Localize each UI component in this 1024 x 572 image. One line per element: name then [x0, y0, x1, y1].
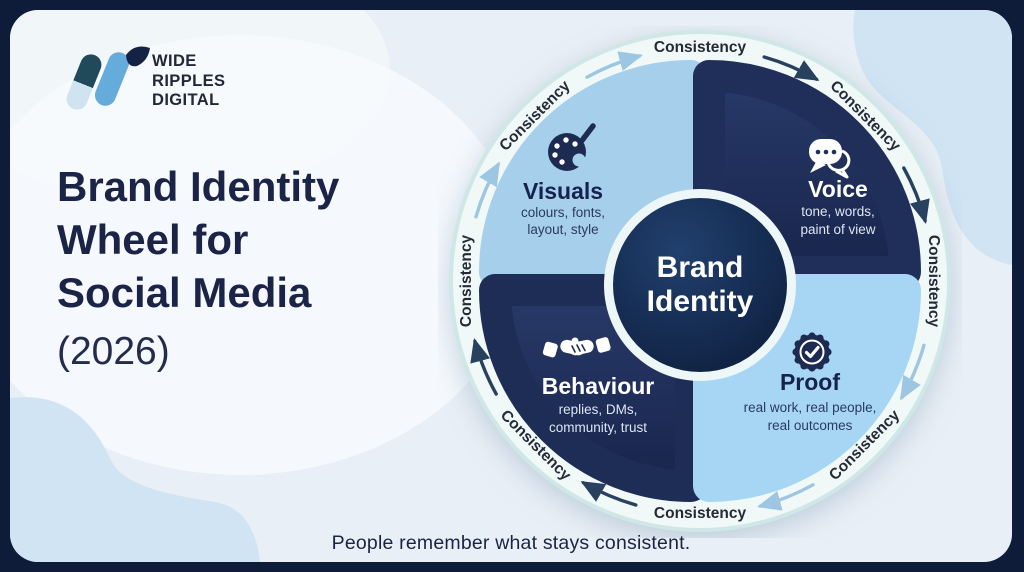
background-blob-bottom-left	[10, 397, 260, 562]
quadrant-title: Behaviour	[542, 373, 655, 399]
consistency-arrows	[470, 51, 930, 511]
verified-badge-icon	[792, 332, 832, 372]
handshake-icon	[542, 337, 611, 358]
tagline: People remember what stays consistent.	[331, 532, 691, 554]
quadrant-proof-content: Proof real work, real people, real outco…	[744, 332, 877, 433]
background-blobs	[10, 10, 1012, 562]
wheel-center: Brand Identity	[604, 189, 796, 381]
quadrant-subtitle: layout, style	[527, 222, 598, 237]
chat-bubbles-icon	[809, 139, 851, 179]
infographic-card: WIDE RIPPLES DIGITAL Brand Identity Whee…	[10, 10, 1012, 562]
palette-icon	[548, 123, 596, 171]
page-title: Brand Identity Wheel for Social Media (2…	[57, 160, 457, 378]
consistency-arrow	[474, 161, 500, 219]
quadrant-subtitle: tone, words,	[801, 204, 875, 219]
consistency-arrow	[900, 343, 926, 401]
logo-mark-icon	[66, 46, 150, 110]
consistency-arrow	[580, 481, 638, 507]
ring-label-consistency: Consistency	[654, 39, 747, 56]
logo-wordmark: WIDE RIPPLES DIGITAL	[152, 52, 225, 111]
title-line: Wheel for	[57, 216, 249, 263]
consistency-arrow	[762, 55, 820, 81]
quadrant-subtitle: replies, DMs,	[559, 402, 638, 417]
logo: WIDE RIPPLES DIGITAL	[60, 40, 225, 120]
logo-word: WIDE	[152, 52, 197, 70]
ring-label-consistency: Consistency	[925, 235, 942, 328]
title-line: Social Media	[57, 269, 312, 316]
center-circle	[613, 198, 787, 372]
quadrant-subtitle: real work, real people,	[744, 400, 877, 415]
quadrant-subtitle: paint of view	[800, 222, 875, 237]
center-label-line1: Brand	[657, 251, 744, 284]
quadrant-behaviour-content: Behaviour replies, DMs, community, trust	[542, 337, 655, 435]
quadrant-title: Visuals	[523, 178, 603, 204]
quadrant-subtitle: real outcomes	[768, 418, 853, 433]
quadrant-title: Proof	[780, 369, 840, 395]
center-label-line2: Identity	[647, 285, 754, 318]
title-year: (2026)	[57, 330, 170, 373]
quadrant-title: Voice	[808, 176, 868, 202]
consistency-arrow	[585, 51, 643, 79]
quadrant-subtitle: colours, fonts,	[521, 205, 605, 220]
quadrant-visuals-content: Visuals colours, fonts, layout, style	[521, 123, 605, 237]
consistency-arrow	[757, 483, 815, 511]
quadrant-voice-content: Voice tone, words, paint of view	[800, 139, 876, 237]
logo-word: RIPPLES	[152, 71, 226, 90]
background-blob-top-right	[853, 10, 1012, 265]
quadrant-subtitle: community, trust	[549, 420, 647, 435]
title-line: Brand Identity	[57, 163, 340, 210]
consistency-arrow	[902, 166, 930, 224]
ring-label-consistency: Consistency	[654, 505, 747, 522]
logo-word: DIGITAL	[152, 91, 220, 109]
ring-label-consistency: Consistency	[458, 235, 475, 328]
consistency-arrow	[470, 338, 498, 396]
brand-identity-wheel: Visuals colours, fonts, layout, style Vo…	[449, 30, 951, 532]
background-white-blob	[10, 35, 520, 475]
